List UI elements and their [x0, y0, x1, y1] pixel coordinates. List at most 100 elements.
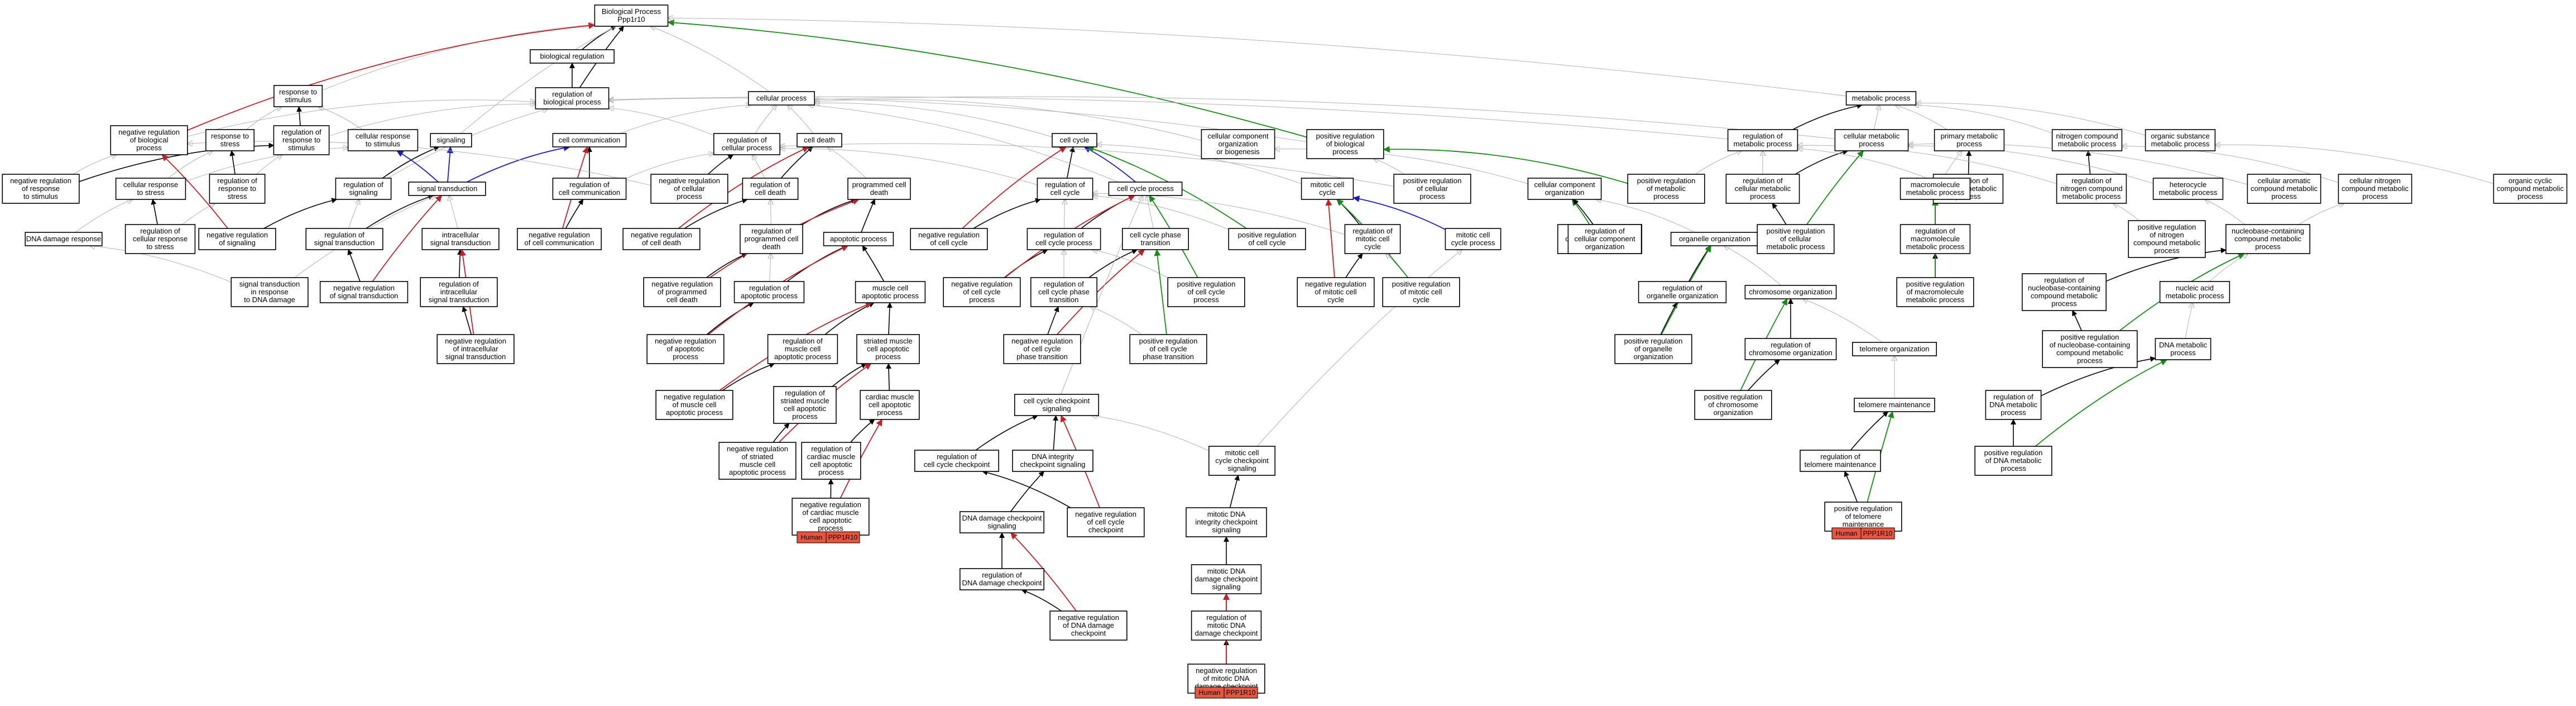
go-term-node-dnadamresp[interactable]: DNA damage response: [25, 232, 103, 246]
go-term-node-telmaint[interactable]: telomere maintenance: [1854, 398, 1935, 412]
go-term-node-chromorg[interactable]: chromosome organization: [1744, 285, 1837, 299]
go-term-node-regnbcmet[interactable]: regulation ofnucleobase-containingcompou…: [2022, 273, 2107, 311]
go-term-node-orgorg[interactable]: organelle organization: [1670, 232, 1759, 246]
go-term-node-ccproc[interactable]: cell cycle process: [1108, 182, 1183, 196]
go-term-node-metproc[interactable]: metabolic process: [1845, 91, 1917, 106]
go-term-node-cellproc[interactable]: cellular process: [748, 91, 816, 106]
go-term-node-breg[interactable]: biological regulation: [529, 49, 615, 64]
go-term-node-cellcycle[interactable]: cell cycle: [1052, 133, 1097, 147]
go-term-node-sigtrans[interactable]: signal transduction: [408, 182, 486, 196]
go-term-node-sig[interactable]: signaling: [430, 133, 472, 147]
